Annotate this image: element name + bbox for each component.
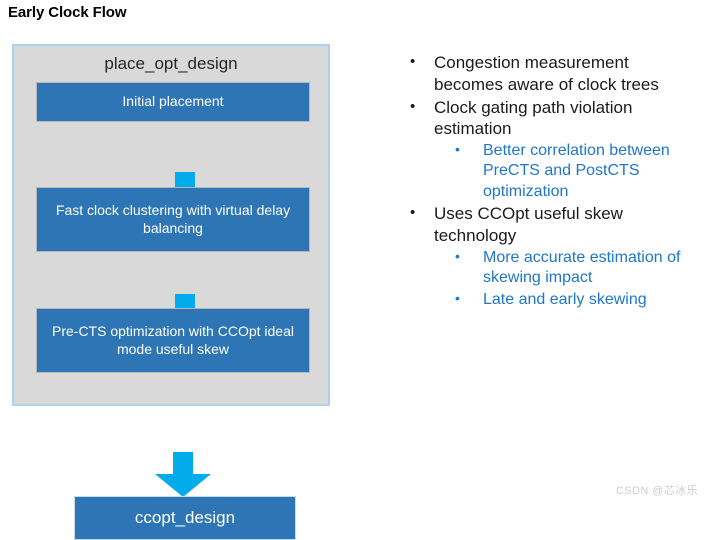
flow-box-label: Initial placement (122, 93, 224, 110)
flow-box-label: Fast clock clustering with virtual delay… (55, 202, 291, 236)
page-title: Early Clock Flow (8, 4, 127, 21)
bullet-item-uses-ccopt-useful-skew: • Uses CCOpt useful skew technology (400, 203, 700, 247)
bullet-marker-icon: • (455, 289, 460, 306)
place-opt-design-panel: place_opt_design Initial placement Fast … (12, 44, 330, 406)
bullet-marker-icon: • (410, 53, 416, 70)
bullet-text: Clock gating path violation estimation (434, 97, 633, 139)
bullet-text: Better correlation between PreCTS and Po… (483, 142, 670, 200)
flow-box-label: ccopt_design (134, 507, 236, 527)
flow-box-label: Pre-CTS optimization with CCOpt ideal mo… (52, 323, 294, 357)
bullet-text: Congestion measurement becomes aware of … (434, 53, 659, 94)
bullet-item-better-correlation: • Better correlation between PreCTS and … (400, 141, 700, 202)
arrow-down-icon-3 (153, 452, 213, 498)
flow-box-pre-cts-optimization[interactable]: Pre-CTS optimization with CCOpt ideal mo… (36, 308, 310, 373)
flow-diagram: place_opt_design Initial placement Fast … (12, 44, 330, 540)
bullet-text: More accurate estimation of skewing impa… (483, 248, 681, 287)
flow-box-ccopt-design[interactable]: ccopt_design (74, 496, 296, 540)
bullet-text: Late and early skewing (483, 290, 647, 308)
bullet-item-late-and-early-skewing: • Late and early skewing (400, 290, 700, 310)
watermark: CSDN @芯冰乐 (616, 485, 698, 497)
bullet-marker-icon: • (410, 204, 416, 222)
flow-box-initial-placement[interactable]: Initial placement (36, 82, 310, 122)
bullet-item-congestion-measurement: • Congestion measurement becomes aware o… (400, 52, 700, 96)
bullet-marker-icon: • (455, 141, 460, 157)
bullet-item-more-accurate-estimation: • More accurate estimation of skewing im… (400, 248, 700, 289)
bullet-list: • Congestion measurement becomes aware o… (400, 52, 700, 311)
flow-box-fast-clock-clustering[interactable]: Fast clock clustering with virtual delay… (36, 187, 310, 252)
panel-title-place-opt-design: place_opt_design (104, 54, 238, 73)
bullet-item-clock-gating-path-violation: • Clock gating path violation estimation (400, 97, 700, 141)
bullet-marker-icon: • (410, 97, 416, 115)
bullet-text: Uses CCOpt useful skew technology (434, 204, 623, 246)
bullet-marker-icon: • (455, 247, 460, 264)
